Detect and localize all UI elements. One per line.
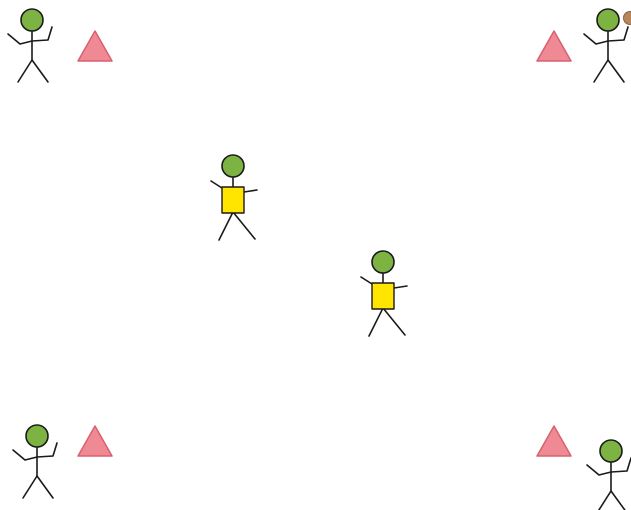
defender-lower bbox=[361, 251, 407, 336]
stick-figure-player-icon bbox=[584, 9, 628, 82]
triangle-cone-icon bbox=[78, 426, 112, 456]
stick-figure-player-icon bbox=[587, 440, 631, 510]
stick-figure-player-icon bbox=[13, 425, 57, 498]
stick-figure-player-with-yellow-bib-icon bbox=[211, 155, 257, 240]
stick-figure-player-with-yellow-bib-icon bbox=[361, 251, 407, 336]
triangle-cone-icon bbox=[78, 31, 112, 61]
cones-layer bbox=[78, 31, 571, 456]
ball-icon bbox=[624, 12, 631, 25]
players-layer bbox=[8, 9, 631, 510]
cone-bottom-left bbox=[78, 426, 112, 456]
corner-player-bottom-right bbox=[587, 440, 631, 510]
triangle-cone-icon bbox=[537, 426, 571, 456]
cone-top-left bbox=[78, 31, 112, 61]
corner-player-top-right bbox=[584, 9, 631, 82]
cone-top-right bbox=[537, 31, 571, 61]
stick-figure-player-icon bbox=[8, 9, 52, 82]
cone-bottom-right bbox=[537, 426, 571, 456]
triangle-cone-icon bbox=[537, 31, 571, 61]
defender-upper bbox=[211, 155, 257, 240]
corner-player-top-left bbox=[8, 9, 52, 82]
corner-player-bottom-left bbox=[13, 425, 57, 498]
